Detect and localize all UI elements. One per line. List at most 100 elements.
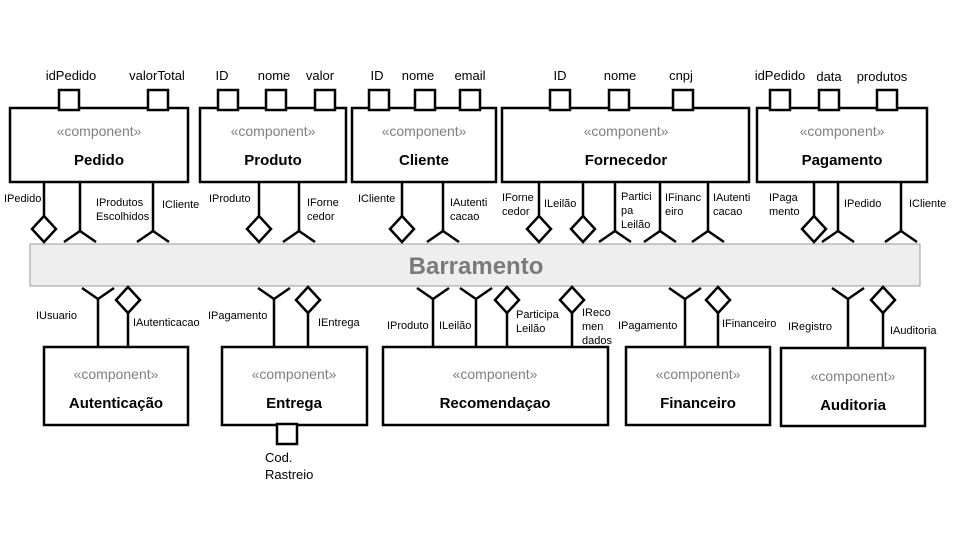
port (458, 88, 482, 112)
port (768, 88, 792, 112)
component-box (198, 106, 348, 184)
port (413, 88, 437, 112)
component-name: Cliente (399, 152, 449, 169)
stereotype-label: «component» (453, 366, 538, 382)
port-label: valorTotal (129, 68, 185, 83)
stereotype-label: «component» (656, 366, 741, 382)
component-autenticacao[interactable]: «component» Autenticação IUsuario IAuten… (36, 285, 200, 427)
component-name: Financeiro (660, 395, 736, 412)
required-interface-socket (282, 229, 316, 244)
provided-interface-diamond (704, 285, 732, 315)
component-produto[interactable]: «component» Produto ID nome valor IProdu… (198, 68, 348, 244)
provided-interface-diamond (30, 214, 58, 244)
required-interface-socket (884, 229, 918, 244)
component-box (8, 106, 190, 184)
component-box (350, 106, 498, 184)
bus-label: Barramento (409, 253, 544, 280)
port (264, 88, 288, 112)
component-pedido[interactable]: «component» Pedido idPedido valorTotal I… (4, 68, 199, 244)
interface-label: IPagamento (618, 320, 677, 332)
provided-interface-diamond (558, 285, 586, 315)
component-name: Fornecedor (585, 152, 668, 169)
port-label: nome (258, 68, 291, 83)
provided-interface-diamond (800, 214, 828, 244)
interface-label: IPedido (844, 198, 881, 210)
required-interface-socket (668, 286, 702, 301)
stereotype-label: «component» (74, 366, 159, 382)
stereotype-label: «component» (584, 123, 669, 139)
provided-interface-diamond (569, 214, 597, 244)
interface-label: ICliente (162, 199, 199, 211)
component-box (779, 346, 927, 428)
component-auditoria[interactable]: «component» Auditoria IRegistro IAuditor… (779, 285, 937, 428)
interface-label: IAuditoria (890, 325, 937, 337)
required-interface-socket (691, 229, 725, 244)
port-label: nome (402, 68, 435, 83)
port-label: idPedido (46, 68, 97, 83)
stereotype-label: «component» (382, 123, 467, 139)
port (146, 88, 170, 112)
interface-label: IAutenticacao (133, 317, 200, 329)
component-pagamento[interactable]: «component» Pagamento idPedido data prod… (755, 68, 947, 244)
component-box (42, 345, 190, 427)
required-interface-socket (831, 286, 865, 301)
required-interface-socket (81, 286, 115, 301)
port (57, 88, 81, 112)
interface-label: ICliente (358, 193, 395, 205)
port-label: ID (554, 68, 567, 83)
stereotype-label: «component» (57, 123, 142, 139)
port (607, 88, 631, 112)
port-label: nome (604, 68, 637, 83)
provided-interface-diamond (525, 214, 553, 244)
bus-bar (29, 243, 921, 287)
port (671, 88, 695, 112)
bus: Barramento (29, 243, 921, 287)
port-label: idPedido (755, 68, 806, 83)
interface-label: IProduto (209, 193, 251, 205)
port-label: data (816, 69, 842, 84)
component-name: Autenticação (69, 395, 163, 412)
stereotype-label: «component» (800, 123, 885, 139)
provided-interface-diamond (294, 285, 322, 315)
interface-label: IRegistro (788, 321, 832, 333)
interface-label: IFinanceiro (722, 318, 776, 330)
required-interface-socket (257, 286, 291, 301)
required-interface-socket (459, 286, 493, 301)
stereotype-label: «component» (231, 123, 316, 139)
required-interface-socket (643, 229, 677, 244)
provided-interface-diamond (245, 214, 273, 244)
component-recomendacao[interactable]: «component» Recomendaçao IProduto ILeilã… (381, 285, 612, 427)
port (275, 422, 299, 446)
component-name: Auditoria (820, 397, 886, 414)
component-entrega[interactable]: «component» Entrega IPagamento IEntrega … (208, 285, 369, 482)
interface-label: ILeilão (544, 198, 576, 210)
component-fornecedor[interactable]: «component» Fornecedor ID nome cnpj IFor… (500, 68, 751, 244)
interface-label: ICliente (909, 198, 946, 210)
component-box (755, 106, 929, 184)
port (216, 88, 240, 112)
port-label: Cod.Rastreio (265, 450, 313, 482)
stereotype-label: «component» (252, 366, 337, 382)
provided-interface-diamond (388, 214, 416, 244)
required-interface-socket (598, 229, 632, 244)
port (817, 88, 841, 112)
component-name: Recomendaçao (440, 395, 551, 412)
interface-label: ILeilão (439, 320, 471, 332)
component-financeiro[interactable]: «component» Financeiro IPagamento IFinan… (618, 285, 776, 427)
port-label: ID (371, 68, 384, 83)
component-box (500, 106, 751, 184)
required-interface-socket (426, 229, 460, 244)
required-interface-socket (821, 229, 855, 244)
port-label: valor (306, 68, 335, 83)
component-cliente[interactable]: «component» Cliente ID nome email IClien… (350, 68, 498, 244)
component-name: Pagamento (802, 152, 883, 169)
